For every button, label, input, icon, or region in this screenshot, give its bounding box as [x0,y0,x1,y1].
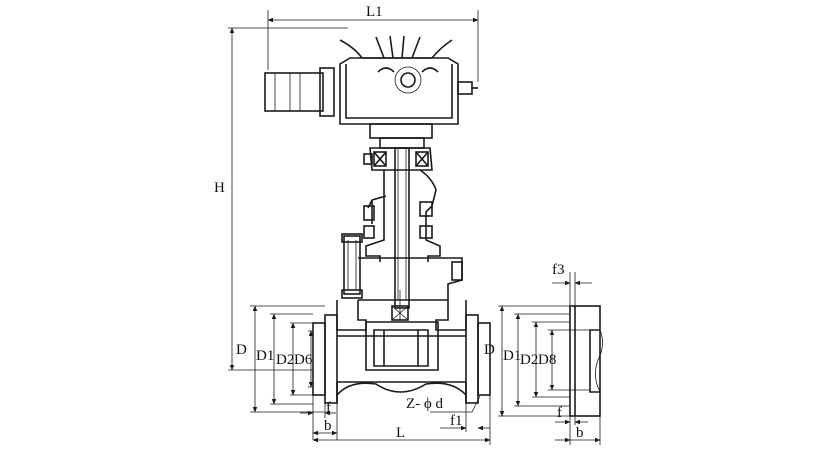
label-L: L [396,425,405,441]
label-end-D: D [484,342,495,358]
label-zd: Z- ϕ d [406,396,444,412]
label-f: f [326,400,331,416]
actuator [264,35,478,149]
label-D: D [236,342,247,358]
label-D2: D2 [276,352,294,368]
label-end-D1: D1 [503,348,521,364]
label-end-D2: D2 [520,352,538,368]
label-D1: D1 [256,348,274,364]
label-f3: f3 [552,262,565,278]
label-L1: L1 [366,4,383,20]
label-end-f: f [557,405,562,421]
label-D6: D6 [294,352,313,368]
label-H: H [214,180,225,196]
yoke [341,147,463,321]
label-b: b [324,418,332,434]
valve-body [312,300,491,404]
end-view [569,305,603,417]
dimension-lines [228,10,491,445]
end-dimension-lines [498,272,601,445]
label-f1: f1 [450,413,463,429]
label-end-b: b [576,425,584,441]
label-end-D8: D8 [538,352,556,368]
